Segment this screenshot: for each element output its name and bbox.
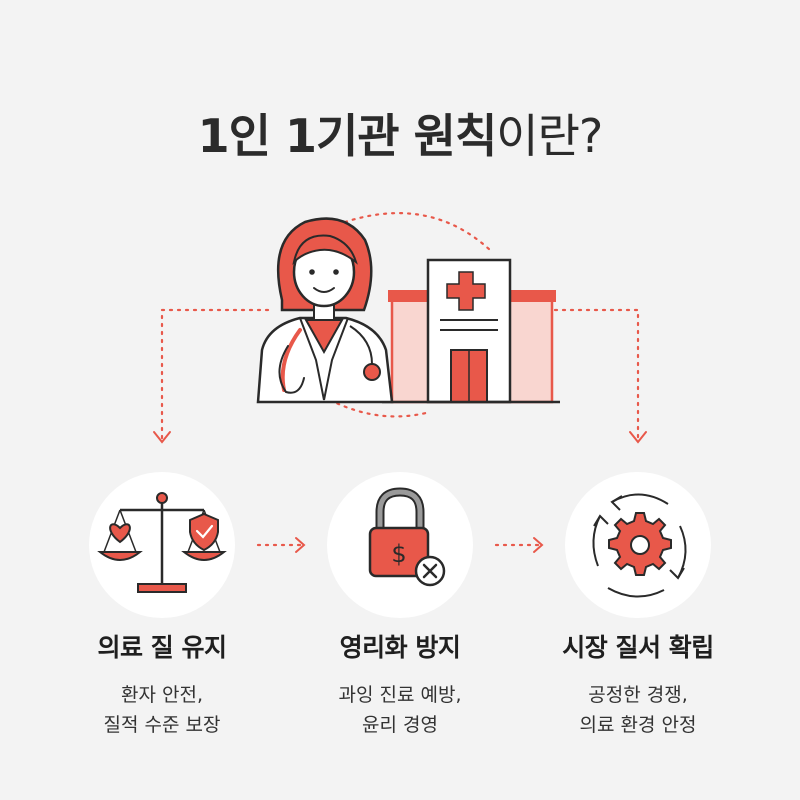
left-arrow-head	[153, 431, 171, 444]
item-quality: 의료 질 유지 환자 안전, 질적 수준 보장	[42, 628, 282, 740]
item-description: 공정한 경쟁, 의료 환경 안정	[579, 684, 697, 736]
balance-scale-icon	[97, 492, 227, 593]
left-connector-arrow	[160, 308, 270, 440]
gear-cycle-icon	[592, 493, 687, 598]
doctor-icon	[256, 217, 394, 404]
money-lock-icon: $	[368, 487, 446, 587]
right-arrow-head	[629, 431, 647, 444]
hospital-icon	[382, 258, 560, 404]
dotted-arc-top	[343, 212, 492, 252]
right-connector-arrow	[553, 308, 640, 440]
item-heading: 영리화 방지	[339, 633, 461, 662]
item-description: 환자 안전, 질적 수준 보장	[103, 684, 221, 736]
title-normal: 이란?	[496, 109, 603, 163]
item-heading: 시장 질서 확립	[562, 633, 714, 662]
title-bold: 1인 1기관 원칙	[197, 109, 498, 163]
item-order: 시장 질서 확립 공정한 경쟁, 의료 환경 안정	[518, 628, 758, 740]
connector-1-2	[256, 537, 306, 553]
connector-2-3	[494, 537, 544, 553]
item-nonprofit: 영리화 방지 과잉 진료 예방, 윤리 경영	[280, 628, 520, 740]
dollar-symbol: $	[391, 540, 406, 568]
item-description: 과잉 진료 예방, 윤리 경영	[338, 684, 462, 736]
item-heading: 의료 질 유지	[97, 633, 227, 662]
page-title: 1인 1기관 원칙이란?	[0, 100, 800, 166]
